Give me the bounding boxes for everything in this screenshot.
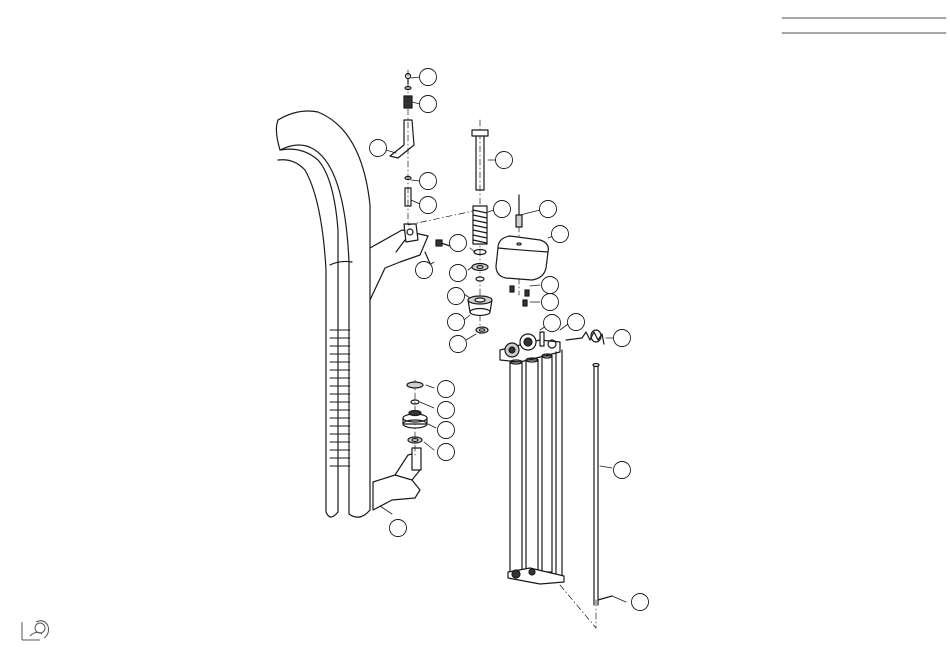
callout-balloon <box>614 330 631 347</box>
callout-balloon <box>450 336 467 353</box>
callout-balloon <box>420 69 437 86</box>
callout-balloon <box>632 594 649 611</box>
torsion-spring <box>566 330 604 344</box>
callout-balloon <box>370 140 387 157</box>
callout-balloon <box>438 402 455 419</box>
callout-balloon <box>420 197 437 214</box>
callout-balloon <box>496 152 513 169</box>
callout-balloon <box>416 262 433 279</box>
callout-balloon <box>614 462 631 479</box>
upper-bracket <box>370 224 428 300</box>
top-hardware <box>390 74 414 207</box>
callout-balloon <box>544 315 561 332</box>
callouts <box>370 69 649 611</box>
callout-balloon <box>390 520 407 537</box>
callout-balloon <box>450 235 467 252</box>
callout-balloon <box>438 422 455 439</box>
callout-balloon <box>542 277 559 294</box>
callout-balloon <box>542 294 559 311</box>
callout-balloon <box>438 444 455 461</box>
callout-balloon <box>568 314 585 331</box>
roller-column <box>500 340 564 584</box>
callout-balloon <box>494 201 511 218</box>
callout-balloon <box>448 314 465 331</box>
callout-balloon <box>438 381 455 398</box>
callout-balloon <box>450 265 467 282</box>
callout-balloon <box>420 173 437 190</box>
upright-frame <box>276 111 370 517</box>
spring <box>473 206 487 244</box>
callout-balloon <box>552 226 569 243</box>
callout-balloon <box>448 288 465 305</box>
ribbed-section <box>330 330 350 466</box>
lower-bracket <box>373 448 421 510</box>
callout-balloon <box>540 201 557 218</box>
header-rules <box>782 18 946 33</box>
callout-balloon <box>420 96 437 113</box>
logo-icon <box>22 621 49 640</box>
long-rod <box>593 364 612 606</box>
